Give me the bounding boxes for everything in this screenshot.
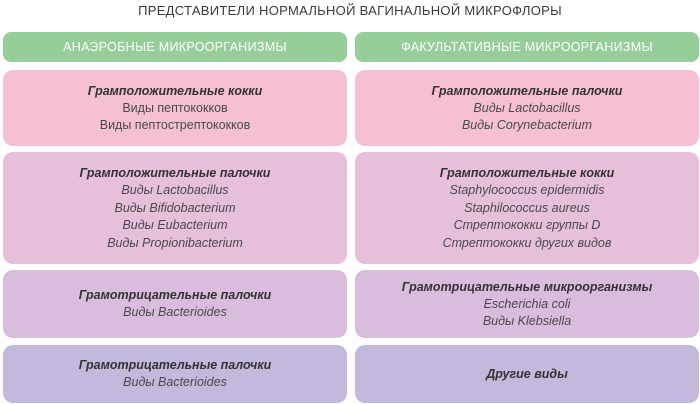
facultative-box-4: Другие виды <box>355 345 699 403</box>
anaerobic-box-3: Грамотрицательные палочки Виды Bacterioi… <box>3 270 347 338</box>
box-heading: Грамположительные палочки <box>431 83 623 98</box>
box-heading: Грамотрицательные микроорганизмы <box>401 279 653 294</box>
facultative-box-1: Грамположительные палочки Виды Lactobaci… <box>355 70 699 146</box>
box-item: Виды Lactobacillus <box>121 183 229 197</box>
box-item: Escherichia coli <box>483 296 571 311</box>
facultative-box-2: Грамположительные кокки Staphylococcus e… <box>355 152 699 264</box>
anaerobic-column: АНАЭРОБНЫЕ МИКРООРГАНИЗМЫ Грамположитель… <box>3 32 347 403</box>
box-item: Виды Propionibacterium <box>107 235 243 250</box>
box-item: Виды Eubacterium <box>122 218 228 232</box>
box-heading: Грамположительные кокки <box>87 83 263 98</box>
box-heading: Грамположительные кокки <box>439 166 615 180</box>
box-heading: Грамотрицательные палочки <box>78 288 272 303</box>
box-item: Виды Lactobacillus <box>473 100 581 115</box>
anaerobic-box-4: Грамотрицательные палочки Виды Bacterioi… <box>3 345 347 403</box>
box-heading: Другие виды <box>486 367 568 381</box>
box-item: Staphilococcus aureus <box>464 200 590 215</box>
box-item: Стрептококки группы D <box>453 218 601 232</box>
box-item: Виды Klebsiella <box>482 314 572 328</box>
facultative-column: ФАКУЛЬТАТИВНЫЕ МИКРООРГАНИЗМЫ Грамположи… <box>355 32 699 403</box>
box-item: Стрептококки других видов <box>442 235 612 250</box>
anaerobic-box-2: Грамположительные палочки Виды Lactobaci… <box>3 152 347 264</box>
box-heading: Грамположительные палочки <box>79 166 271 180</box>
box-item: Виды Corynebacterium <box>461 118 593 132</box>
anaerobic-box-1: Грамположительные кокки Виды пептококков… <box>3 70 347 146</box>
box-item: Виды пептококков <box>122 100 228 115</box>
facultative-header: ФАКУЛЬТАТИВНЫЕ МИКРООРГАНИЗМЫ <box>355 32 699 62</box>
box-item: Виды Bacterioides <box>123 375 227 390</box>
anaerobic-header: АНАЭРОБНЫЕ МИКРООРГАНИЗМЫ <box>3 32 347 62</box>
box-item: Виды Bifidobacterium <box>114 200 236 215</box>
diagram-title: ПРЕДСТАВИТЕЛИ НОРМАЛЬНОЙ ВАГИНАЛЬНОЙ МИК… <box>138 3 562 18</box>
box-item: Виды Bacterioides <box>123 305 227 320</box>
box-heading: Грамотрицательные палочки <box>78 358 272 373</box>
box-item: Staphylococcus epidermidis <box>449 183 605 197</box>
box-item: Виды пептострептококков <box>99 118 251 132</box>
facultative-box-3: Грамотрицательные микроорганизмы Escheri… <box>355 270 699 338</box>
